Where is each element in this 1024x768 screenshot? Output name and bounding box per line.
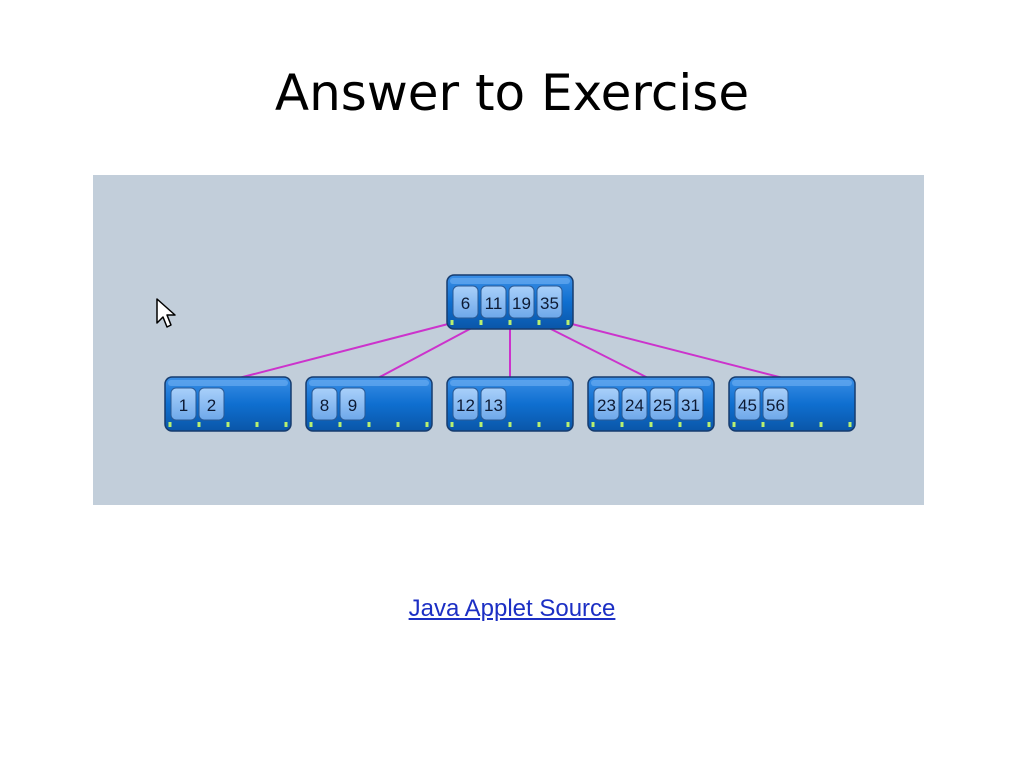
pointer-mark (450, 422, 454, 427)
pointer-mark (226, 422, 230, 427)
key-value: 2 (207, 396, 216, 415)
pointer-mark (761, 422, 765, 427)
pointer-mark (309, 422, 313, 427)
tree-edge (375, 322, 482, 380)
node-highlight (591, 380, 711, 386)
node-box (446, 376, 574, 432)
pointer-mark (508, 422, 512, 427)
tree-edges (234, 322, 788, 380)
key-value: 12 (456, 396, 475, 415)
pointer-mark (450, 320, 454, 325)
pointer-mark (620, 422, 624, 427)
node-highlight (309, 380, 429, 386)
key-value: 31 (681, 396, 700, 415)
node-highlight (450, 278, 570, 284)
pointer-mark (848, 422, 852, 427)
key-slot (452, 387, 479, 421)
node-box (728, 376, 856, 432)
mouse-pointer-icon (156, 298, 176, 328)
pointer-mark (479, 320, 483, 325)
pointer-mark (367, 422, 371, 427)
key-value: 19 (512, 294, 531, 313)
key-slot (198, 387, 225, 421)
pointer-mark (732, 422, 736, 427)
key-value: 6 (461, 294, 470, 313)
leaf-node: 45 56 (728, 376, 856, 432)
key-value: 35 (540, 294, 559, 313)
pointer-mark (537, 320, 541, 325)
java-applet-source-link[interactable]: Java Applet Source (408, 595, 616, 622)
page-title: Answer to Exercise (274, 64, 750, 122)
key-value: 25 (653, 396, 672, 415)
tree-edge (234, 322, 453, 380)
pointer-mark (255, 422, 259, 427)
key-value: 11 (485, 294, 503, 313)
root-node: 6 11 19 35 (446, 274, 574, 330)
pointer-mark (591, 422, 595, 427)
key-slot (593, 387, 620, 421)
pointer-mark (396, 422, 400, 427)
pointer-mark (197, 422, 201, 427)
node-box (164, 376, 292, 432)
key-value: 8 (320, 396, 329, 415)
key-slot (734, 387, 761, 421)
key-slot (452, 285, 479, 319)
key-slot (508, 285, 535, 319)
pointer-mark (537, 422, 541, 427)
key-slot (677, 387, 704, 421)
pointer-mark (566, 320, 570, 325)
pointer-mark (168, 422, 172, 427)
pointer-mark (425, 422, 429, 427)
key-value: 45 (738, 396, 757, 415)
key-slot (480, 285, 507, 319)
pointer-mark (284, 422, 288, 427)
pointer-mark (566, 422, 570, 427)
pointer-mark (678, 422, 682, 427)
tree-edge (567, 322, 788, 380)
key-slot (536, 285, 563, 319)
key-slot (311, 387, 338, 421)
tree-edge (538, 322, 651, 380)
pointer-mark (338, 422, 342, 427)
node-highlight (732, 380, 852, 386)
key-slot (339, 387, 366, 421)
key-value: 13 (484, 396, 503, 415)
leaf-node: 12 13 (446, 376, 574, 432)
node-highlight (168, 380, 288, 386)
key-slot (480, 387, 507, 421)
key-value: 56 (766, 396, 785, 415)
key-slot (621, 387, 648, 421)
node-highlight (450, 380, 570, 386)
key-slot (762, 387, 789, 421)
key-slot (170, 387, 197, 421)
node-box (305, 376, 433, 432)
key-value: 23 (597, 396, 616, 415)
pointer-mark (819, 422, 823, 427)
pointer-mark (508, 320, 512, 325)
pointer-mark (790, 422, 794, 427)
leaf-node: 23 24 25 31 (587, 376, 715, 432)
pointer-mark (649, 422, 653, 427)
key-value: 1 (179, 396, 188, 415)
pointer-mark (707, 422, 711, 427)
pointer-mark (479, 422, 483, 427)
key-value: 24 (625, 396, 644, 415)
key-value: 9 (348, 396, 357, 415)
key-slot (649, 387, 676, 421)
